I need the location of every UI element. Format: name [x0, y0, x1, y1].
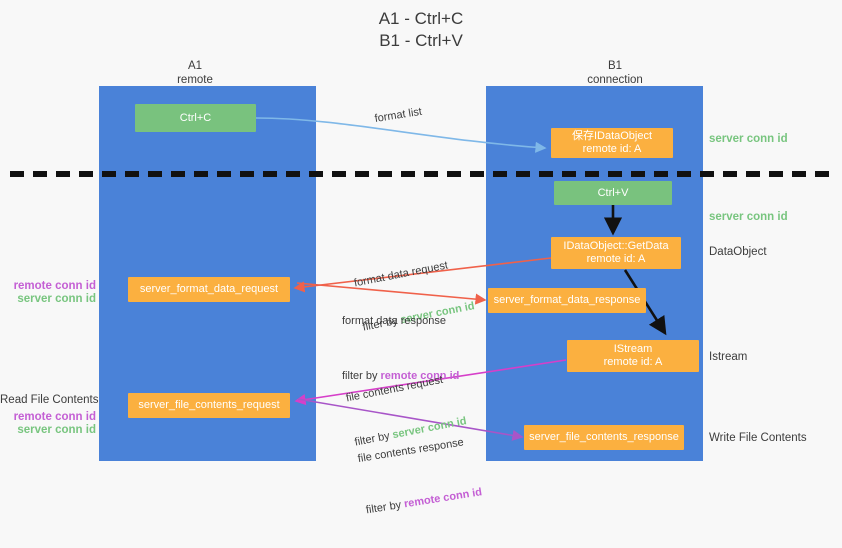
edge-label-format-data-response-line1: format data response — [342, 315, 446, 327]
annotation-left-mid-remote-conn-id: remote conn id — [13, 280, 96, 292]
box-server-file-contents-response[interactable]: server_file_contents_response — [524, 425, 684, 450]
arrow-format-data-request — [293, 257, 552, 293]
page-title: A1 - Ctrl+C B1 - Ctrl+V — [378, 9, 464, 50]
annotation-server-conn-id-mid: server conn id — [709, 211, 788, 223]
annotation-read-file-contents: Read File Contents — [0, 394, 99, 406]
diagram-canvas: A1 - Ctrl+C B1 - Ctrl+V A1 remote B1 con… — [0, 9, 832, 516]
annotation-write-file-contents: Write File Contents — [709, 432, 807, 444]
box-ctrl-c[interactable]: Ctrl+C — [135, 104, 256, 132]
box-server-format-data-response[interactable]: server_format_data_response — [488, 288, 646, 313]
arrow-format-list — [255, 117, 547, 153]
arrow-file-contents-response — [297, 398, 524, 441]
edge-label-file-contents-response: file contents response filter by remote … — [352, 404, 488, 548]
box-idataobject-getdata[interactable]: IDataObject::GetData remote id: A — [551, 237, 681, 269]
column-header-b1: B1 connection — [587, 60, 643, 86]
annotation-server-conn-id-top: server conn id — [709, 133, 788, 145]
annotation-istream: Istream — [709, 351, 748, 363]
arrow-file-contents-request — [294, 359, 567, 406]
annotation-left-bot-server-conn-id: server conn id — [17, 424, 96, 436]
edge-label-file-contents-response-line1: file contents response — [356, 436, 465, 466]
filter-key-remote-conn-id: remote conn id — [380, 370, 460, 382]
column-header-a1: A1 remote — [177, 60, 213, 86]
edge-label-file-contents-response-filter: filter by remote conn id — [365, 485, 483, 518]
filter-prefix: filter by — [365, 498, 406, 517]
filter-prefix: filter by — [342, 370, 381, 382]
arrow-format-data-response — [296, 282, 487, 305]
annotation-dataobject: DataObject — [709, 246, 767, 258]
annotation-left-bot-remote-conn-id: remote conn id — [13, 411, 96, 423]
arrow-layer — [10, 117, 832, 441]
box-idataobject[interactable]: 保存IDataObject remote id: A — [551, 128, 673, 158]
edge-label-format-data-response: format data response filter by remote co… — [342, 284, 459, 414]
box-ctrl-v[interactable]: Ctrl+V — [554, 181, 672, 205]
box-server-format-data-request[interactable]: server_format_data_request — [128, 277, 290, 302]
box-server-file-contents-request[interactable]: server_file_contents_request — [128, 393, 290, 418]
edge-label-format-data-response-filter: filter by remote conn id — [342, 369, 459, 384]
edge-label-file-contents-request-line1: file contents request — [345, 373, 444, 405]
filter-key-remote-conn-id: remote conn id — [403, 486, 483, 511]
annotation-left-mid-server-conn-id: server conn id — [17, 293, 96, 305]
box-istream[interactable]: IStream remote id: A — [567, 340, 699, 372]
